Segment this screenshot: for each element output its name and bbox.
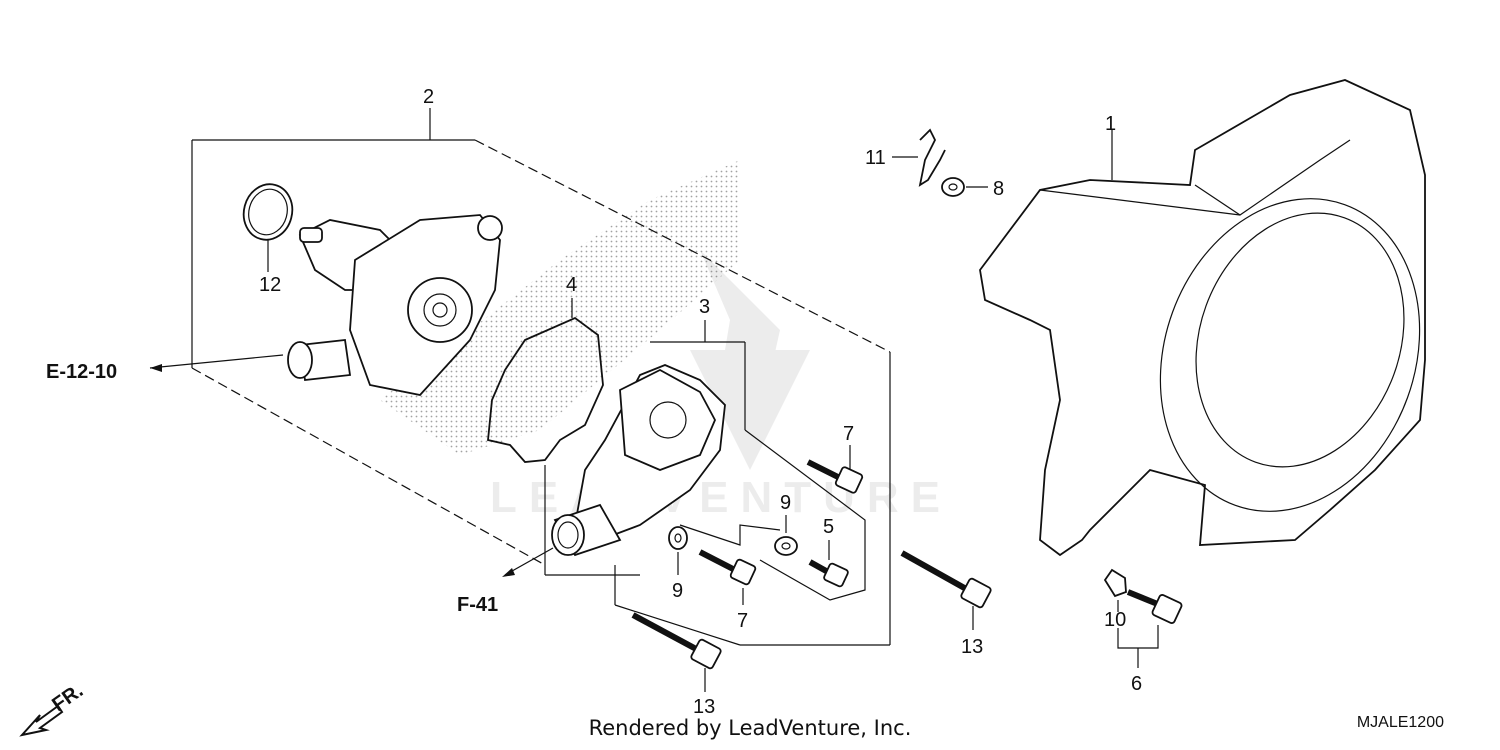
callout-1: 1 xyxy=(1105,113,1116,135)
callout-13-lower: 13 xyxy=(693,696,715,718)
reference-e-12-10[interactable]: E-12-10 xyxy=(46,361,117,383)
group-frame-3 xyxy=(544,320,866,646)
callout-7-upper: 7 xyxy=(843,423,854,445)
shading-stipple xyxy=(380,160,740,455)
callout-11: 11 xyxy=(865,147,886,169)
arrowhead-f xyxy=(502,568,515,577)
callout-13-right: 13 xyxy=(961,636,983,658)
watermark-logo xyxy=(690,250,810,470)
bolt-part-7-lower[interactable] xyxy=(698,549,757,586)
pump-cover-part-3[interactable] xyxy=(504,364,726,576)
reference-f-41[interactable]: F-41 xyxy=(457,594,498,616)
group-frame-2 xyxy=(191,108,891,646)
cover-part-1[interactable] xyxy=(979,79,1462,557)
washer-part-8[interactable] xyxy=(941,177,965,197)
watermark-text: LEADVENTURE xyxy=(490,473,952,522)
water-pump-part-2[interactable] xyxy=(149,214,503,396)
clip-part-11[interactable] xyxy=(918,128,946,187)
callout-7-lower: 7 xyxy=(737,610,748,632)
o-ring-part-12[interactable] xyxy=(238,179,299,246)
rendered-by-footer: Rendered by LeadVenture, Inc. xyxy=(588,716,912,740)
callout-9-right: 9 xyxy=(780,492,791,514)
arrowhead-e xyxy=(150,364,162,372)
callout-8: 8 xyxy=(993,178,1004,200)
bolt-part-13-right[interactable] xyxy=(900,550,992,609)
bolt-part-5[interactable] xyxy=(808,559,849,588)
callout-9-left: 9 xyxy=(672,580,683,602)
callout-2: 2 xyxy=(423,86,434,108)
callout-4: 4 xyxy=(566,274,577,296)
bolt-part-6[interactable] xyxy=(1126,589,1183,624)
washer-part-9-right[interactable] xyxy=(774,536,798,556)
callout-10: 10 xyxy=(1104,609,1126,631)
bolt-part-13-lower[interactable] xyxy=(631,612,722,670)
callout-5: 5 xyxy=(823,516,834,538)
front-direction-arrow-icon xyxy=(19,704,64,737)
callout-6: 6 xyxy=(1131,673,1142,695)
bolt-part-10[interactable] xyxy=(1103,568,1127,598)
callout-12: 12 xyxy=(259,274,281,296)
gasket-part-4[interactable] xyxy=(487,316,604,463)
callout-3: 3 xyxy=(699,296,710,318)
bolt-part-7-upper[interactable] xyxy=(806,459,864,494)
diagram-code: MJALE1200 xyxy=(1356,714,1444,731)
washer-part-9-left[interactable] xyxy=(668,526,688,550)
